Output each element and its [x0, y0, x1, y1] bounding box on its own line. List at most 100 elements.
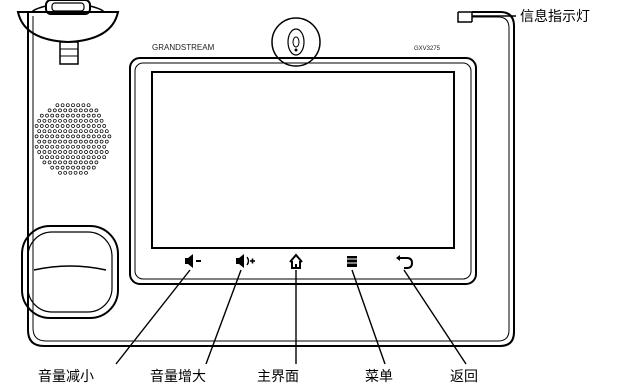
- speaker-hole: [84, 129, 88, 134]
- speaker-hole: [47, 118, 52, 123]
- home-button[interactable]: [289, 253, 303, 269]
- speaker-hole: [89, 150, 94, 154]
- speaker-hole: [94, 108, 99, 113]
- speaker-hole: [52, 139, 57, 144]
- home-icon: [289, 253, 303, 269]
- speaker-hole: [60, 165, 65, 170]
- volume-up-button[interactable]: [236, 254, 255, 268]
- speaker-hole: [73, 150, 78, 154]
- volume-down-button[interactable]: [185, 254, 201, 268]
- speaker-hole: [71, 124, 75, 128]
- speaker-hole: [73, 160, 78, 165]
- speaker-hole: [91, 124, 96, 128]
- speaker-hole: [45, 144, 49, 149]
- speaker-hole: [71, 134, 75, 139]
- speaker-hole: [55, 144, 60, 149]
- speaker-hole: [65, 113, 70, 118]
- speaker-hole: [91, 165, 96, 170]
- speaker-plus-icon: [236, 254, 255, 268]
- speaker-hole: [58, 118, 62, 123]
- speaker-hole: [47, 139, 52, 144]
- speaker-hole: [76, 134, 81, 139]
- speaker-hole: [47, 108, 52, 113]
- speaker-hole: [63, 129, 68, 134]
- speaker-hole: [76, 155, 81, 160]
- speaker-hole: [86, 144, 91, 149]
- speaker-hole: [60, 155, 65, 160]
- callout-lines: [115, 15, 516, 365]
- speaker-hole: [50, 124, 55, 128]
- speaker-hole: [52, 108, 57, 113]
- speaker-hole: [68, 139, 73, 144]
- speaker-hole: [65, 103, 70, 108]
- speaker-hole: [102, 155, 107, 160]
- speaker-hole: [73, 108, 78, 113]
- speaker-hole: [52, 118, 57, 123]
- hook-switch[interactable]: [59, 41, 79, 65]
- speaker-hole: [71, 165, 75, 170]
- speaker-hole: [81, 134, 86, 139]
- speaker-hole: [89, 118, 94, 123]
- speaker-hole: [94, 160, 99, 165]
- speaker-hole: [52, 129, 57, 134]
- speaker-hole: [37, 129, 42, 134]
- speaker-hole: [73, 118, 78, 123]
- speaker-hole: [76, 113, 81, 118]
- menu-icon: [347, 256, 357, 267]
- speaker-hole: [76, 103, 81, 108]
- speaker-hole: [60, 113, 65, 118]
- label-home: 主界面: [257, 369, 299, 385]
- menu-button[interactable]: [347, 256, 357, 267]
- speaker-hole: [76, 144, 81, 149]
- speaker-hole: [91, 155, 96, 160]
- speaker-hole: [42, 118, 47, 123]
- speaker-hole: [45, 124, 49, 128]
- speaker-hole: [55, 103, 60, 108]
- speaker-hole: [58, 139, 62, 144]
- back-button[interactable]: [396, 255, 414, 269]
- speaker-hole: [55, 134, 60, 139]
- callout-line-volume-up: [205, 269, 242, 365]
- speaker-grille: [34, 103, 112, 175]
- speaker-hole: [42, 139, 47, 144]
- speaker-hole: [73, 170, 78, 175]
- speaker-hole: [86, 103, 91, 108]
- speaker-hole: [39, 144, 44, 149]
- message-indicator-light: [457, 12, 472, 23]
- speaker-hole: [86, 113, 91, 118]
- speaker-hole: [94, 129, 99, 134]
- speaker-hole: [60, 144, 65, 149]
- screen-bezel: [129, 57, 477, 285]
- speaker-hole: [89, 129, 94, 134]
- speaker-hole: [63, 160, 68, 165]
- speaker-hole: [55, 113, 60, 118]
- speaker-hole: [68, 170, 73, 175]
- speaker-hole: [78, 150, 83, 154]
- speaker-hole: [84, 160, 88, 165]
- speaker-hole: [94, 118, 99, 123]
- speaker-hole: [91, 144, 96, 149]
- label-message-indicator: 信息指示灯: [520, 8, 590, 25]
- speaker-hole: [58, 160, 62, 165]
- speaker-hole: [99, 129, 104, 134]
- speaker-hole: [60, 124, 65, 128]
- speaker-hole: [94, 139, 99, 144]
- speaker-hole: [84, 150, 88, 154]
- speaker-hole: [78, 118, 83, 123]
- speaker-hole: [84, 139, 88, 144]
- speaker-hole: [86, 155, 91, 160]
- speaker-hole: [58, 170, 62, 175]
- speaker-hole: [97, 134, 101, 139]
- speaker-hole: [47, 129, 52, 134]
- speaker-hole: [65, 134, 70, 139]
- brand-label: GRANDSTREAM: [152, 43, 215, 52]
- speaker-hole: [84, 108, 88, 113]
- speaker-hole: [42, 150, 47, 154]
- speaker-hole: [58, 129, 62, 134]
- speaker-hole: [81, 155, 86, 160]
- speaker-hole: [84, 118, 88, 123]
- speaker-hole: [39, 124, 44, 128]
- callout-line-menu: [351, 269, 386, 365]
- display-screen[interactable]: [151, 71, 455, 249]
